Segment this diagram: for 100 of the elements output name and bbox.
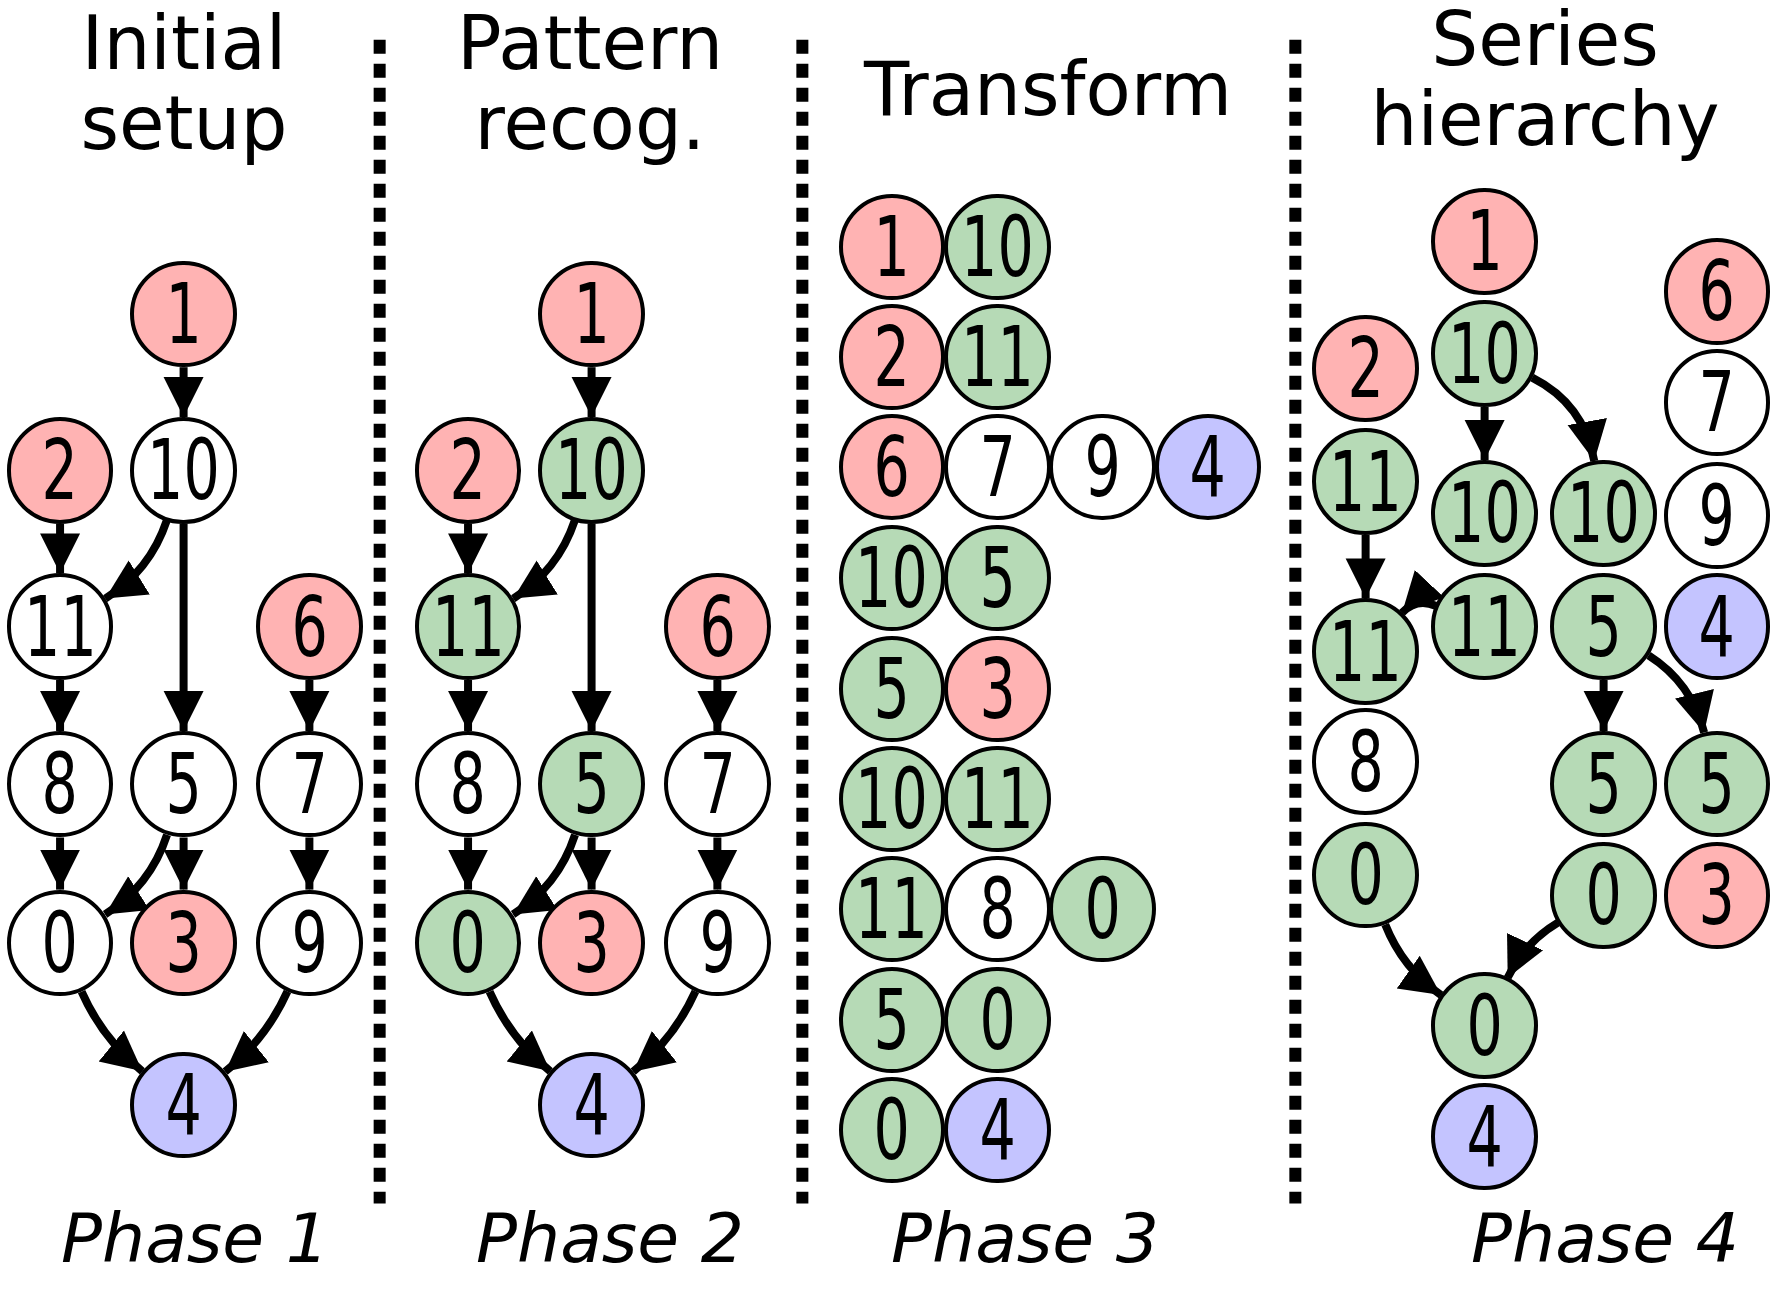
- node-number: 5: [979, 535, 1016, 620]
- node-number: 10: [1448, 471, 1521, 556]
- node-number: 10: [555, 428, 628, 513]
- arrow: [448, 837, 489, 890]
- node-number: 7: [1698, 360, 1736, 445]
- node-number: 8: [979, 866, 1016, 951]
- arrow: [1464, 406, 1505, 461]
- node-number: 1: [1466, 199, 1503, 284]
- node-number: 9: [1698, 473, 1736, 558]
- arrow: [697, 679, 738, 731]
- node-number: 6: [699, 584, 736, 669]
- node-number: 4: [1466, 1094, 1503, 1179]
- arrow: [1504, 919, 1561, 980]
- node-number: 0: [1466, 983, 1503, 1068]
- arrow: [103, 519, 171, 602]
- arrow: [1646, 652, 1713, 734]
- node-number: 9: [1084, 424, 1121, 509]
- node-number: 11: [1448, 584, 1521, 669]
- phase-label: Phase 3: [890, 1202, 1160, 1276]
- node-number: 6: [291, 584, 328, 669]
- node-number: 4: [573, 1062, 610, 1147]
- arrow: [222, 989, 292, 1075]
- node-number: 3: [979, 647, 1016, 731]
- node-number: 11: [23, 584, 97, 669]
- node-number: 0: [1347, 832, 1384, 917]
- node-number: 11: [855, 866, 929, 951]
- node-number: 1: [165, 271, 202, 356]
- node-number: 6: [1698, 249, 1736, 334]
- node-number: 8: [449, 742, 487, 827]
- node-number: 3: [573, 900, 610, 985]
- arrow: [40, 837, 81, 890]
- node-number: 0: [873, 1087, 911, 1172]
- arrow: [289, 679, 330, 731]
- arrow: [571, 367, 612, 418]
- node-number: 5: [873, 647, 911, 731]
- arrow: [40, 679, 81, 731]
- arrow: [571, 523, 612, 731]
- arrow: [485, 989, 553, 1075]
- phase-label: Phase 2: [475, 1202, 745, 1276]
- node-number: 4: [1698, 584, 1736, 669]
- node-number: 2: [1347, 326, 1384, 411]
- node-number: 7: [291, 742, 328, 827]
- node-number: 7: [979, 424, 1016, 509]
- node-number: 4: [979, 1087, 1016, 1172]
- node-number: 11: [960, 756, 1034, 841]
- node-number: 11: [1329, 609, 1402, 694]
- node-number: 4: [1189, 424, 1227, 509]
- arrow: [697, 837, 738, 890]
- column-heading: Pattern recog.: [455, 4, 725, 164]
- node-number: 10: [855, 535, 929, 620]
- node-number: 9: [699, 900, 736, 985]
- node-number: 11: [1329, 439, 1402, 524]
- arrow: [102, 833, 171, 918]
- node-number: 10: [960, 205, 1034, 290]
- node-number: 11: [431, 584, 505, 669]
- arrow: [1345, 534, 1386, 599]
- node-number: 5: [573, 742, 610, 827]
- node-number: 10: [147, 428, 220, 513]
- node-number: 10: [1448, 311, 1521, 396]
- arrow: [77, 989, 145, 1075]
- node-number: 5: [1585, 584, 1622, 669]
- node-number: 11: [960, 314, 1034, 399]
- arrow: [289, 837, 330, 890]
- node-number: 7: [699, 742, 736, 827]
- node-number: 2: [41, 428, 79, 513]
- arrow: [448, 679, 489, 731]
- arrow: [40, 523, 81, 574]
- node-number: 0: [1084, 866, 1121, 951]
- node-number: 5: [165, 742, 202, 827]
- arrow: [1530, 374, 1606, 462]
- node-number: 1: [873, 205, 911, 290]
- arrow: [510, 833, 579, 918]
- node-number: 10: [855, 756, 929, 841]
- column-heading: Transform: [862, 50, 1234, 130]
- node-number: 2: [449, 428, 487, 513]
- node-number: 0: [1585, 853, 1622, 938]
- node-number: 5: [1698, 742, 1736, 827]
- arrow: [163, 523, 204, 731]
- node-number: 6: [873, 424, 911, 509]
- column-heading: Series hierarchy: [1369, 0, 1721, 160]
- arrow: [1583, 679, 1624, 731]
- arrow: [630, 989, 700, 1075]
- phase-label: Phase 1: [60, 1202, 330, 1276]
- node-number: 8: [1347, 719, 1384, 804]
- node-number: 9: [291, 900, 328, 985]
- node-number: 0: [41, 900, 79, 985]
- node-number: 0: [979, 977, 1016, 1062]
- node-number: 10: [1567, 471, 1640, 556]
- node-number: 1: [573, 271, 610, 356]
- node-number: 3: [1698, 853, 1736, 938]
- arrow: [163, 837, 204, 890]
- node-number: 4: [165, 1062, 202, 1147]
- node-number: 2: [873, 314, 911, 399]
- column-heading: Initial setup: [79, 4, 289, 164]
- phase-label: Phase 4: [1470, 1202, 1740, 1276]
- node-number: 8: [41, 742, 79, 827]
- node-number: 0: [449, 900, 487, 985]
- arrow: [1381, 922, 1444, 999]
- arrow: [511, 519, 579, 602]
- node-number: 5: [873, 977, 911, 1062]
